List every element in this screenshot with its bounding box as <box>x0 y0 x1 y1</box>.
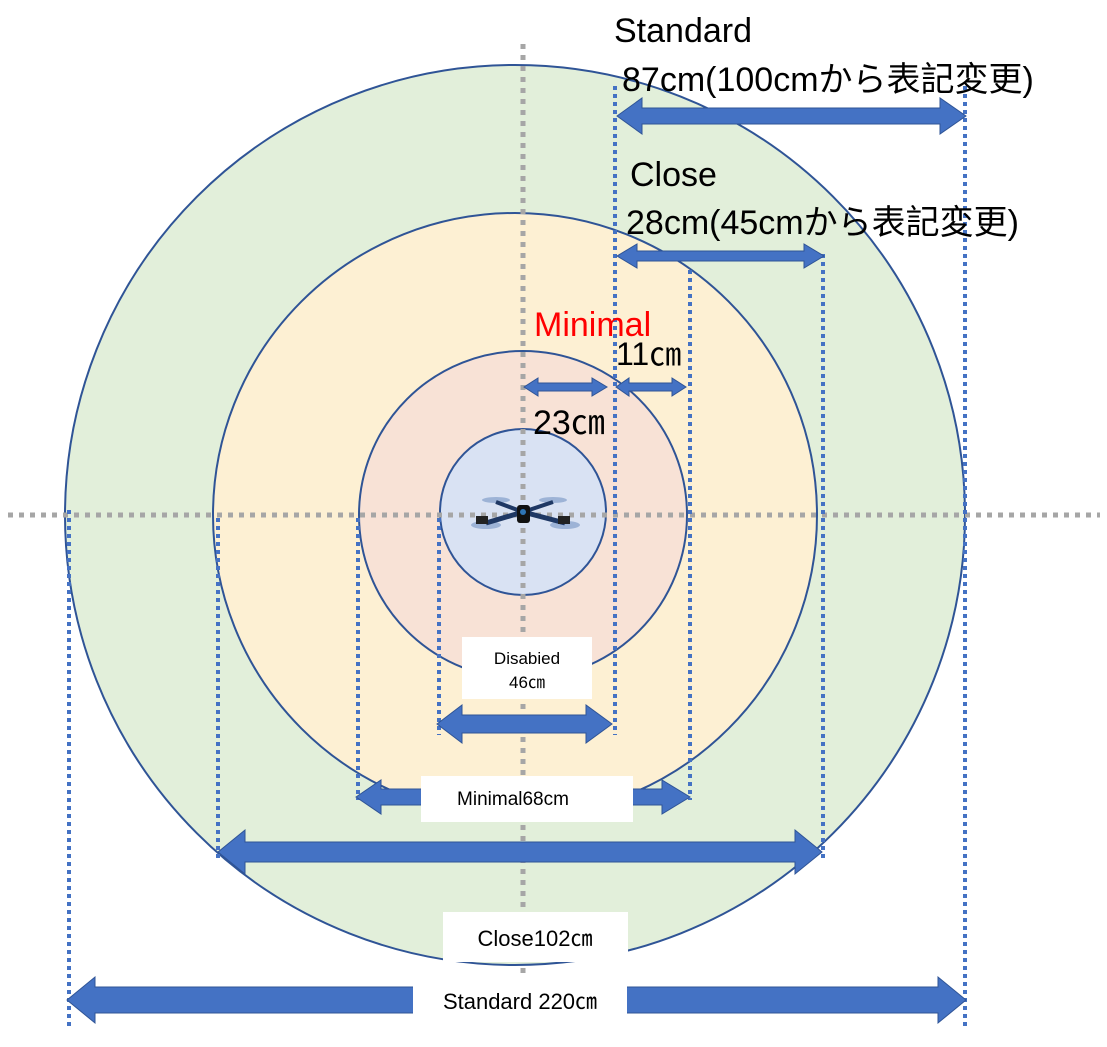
dimension-lines <box>67 86 967 1030</box>
disabled-radius-arrow <box>523 377 608 397</box>
close-total-label-box <box>443 912 628 962</box>
close-title: Close <box>630 156 717 194</box>
minimal-total-label: Minimal68cm <box>457 789 569 810</box>
standard-title: Standard <box>614 12 752 50</box>
standard-radius-arrow <box>616 97 967 135</box>
disabled-label-line2: 46㎝ <box>509 673 545 692</box>
disabled-label-line1: Disabied <box>494 649 560 668</box>
disabled-label-box <box>462 637 592 699</box>
disabled-radius-label: 23㎝ <box>533 404 605 442</box>
close-radius-label: 28cm(45cmから表記変更) <box>626 204 1019 242</box>
minimal-radius-label: 11㎝ <box>616 336 681 372</box>
standard-radius-label: 87cm(100cmから表記変更) <box>622 61 1034 99</box>
minimal-total-label-box <box>421 776 633 822</box>
disabled-diameter-arrow <box>436 703 613 745</box>
close-total-label: Close102㎝ <box>478 926 593 951</box>
standard-total-label-box <box>413 974 627 1028</box>
drone-icon <box>471 497 580 529</box>
close-radius-arrow <box>616 243 825 269</box>
minimal-radius-arrow <box>615 377 687 397</box>
close-diameter-arrow <box>217 828 823 876</box>
standard-total-label: Standard 220㎝ <box>443 989 597 1014</box>
minimal-title: Minimal <box>534 306 651 344</box>
